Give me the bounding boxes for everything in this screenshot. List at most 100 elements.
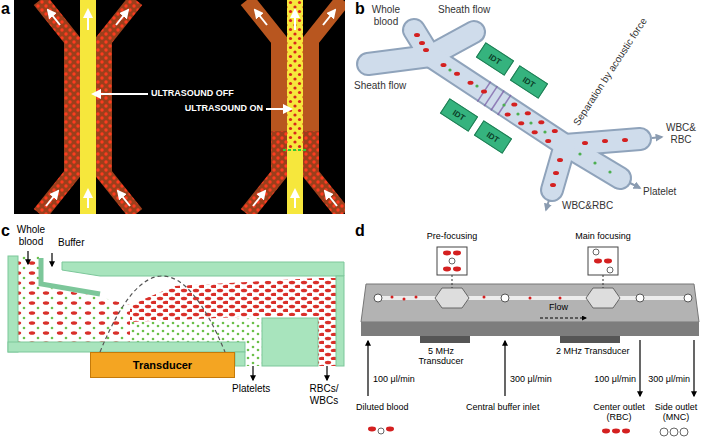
outlet-label: RBCs/ WBCs xyxy=(305,383,343,406)
illustration-part xyxy=(287,150,303,214)
illustration-part xyxy=(8,256,18,352)
illustration-part xyxy=(443,251,451,256)
illustration-part xyxy=(670,428,678,436)
illustration-part xyxy=(454,72,460,76)
illustration-part xyxy=(593,249,599,255)
inlet-label: Sheath flow xyxy=(438,4,490,16)
flow-rate: 300 μl/min xyxy=(510,374,552,384)
outlet-label: WBC&RBC xyxy=(562,200,613,212)
illustration-part xyxy=(557,158,563,162)
panel-letter: d xyxy=(355,222,365,240)
illustration-part xyxy=(391,296,394,299)
inlet-label: Whole blood xyxy=(14,224,48,247)
illustration-part xyxy=(545,139,551,143)
illustration-part xyxy=(414,33,628,187)
annotation: Pre-focusing xyxy=(427,231,478,241)
illustration-part xyxy=(481,90,487,94)
flow-rate: 100 μl/min xyxy=(594,374,636,384)
idt-transducer: IDT xyxy=(440,98,478,132)
illustration-part xyxy=(546,137,662,210)
illustration-part xyxy=(100,276,225,352)
illustration-part xyxy=(560,336,620,343)
illustration-part xyxy=(559,297,562,300)
illustration-part xyxy=(540,318,586,319)
illustration-part xyxy=(529,297,532,300)
illustration-part xyxy=(415,296,418,299)
illustration-part xyxy=(46,191,58,206)
illustration-part xyxy=(443,267,451,272)
outlet-label: Platelet xyxy=(643,186,676,198)
annotation: Separation by acoustic force xyxy=(571,16,649,128)
illustration-part xyxy=(622,429,630,434)
panel-letter: a xyxy=(1,0,10,18)
illustration-part xyxy=(684,294,692,302)
illustration-part xyxy=(374,294,692,302)
illustration-part xyxy=(294,190,296,208)
illustration-part xyxy=(477,82,511,115)
illustration-part xyxy=(80,0,96,214)
illustration-part xyxy=(498,95,511,115)
inlet-label: Diluted blood xyxy=(356,402,409,412)
illustration-part xyxy=(255,10,267,25)
illustration-part xyxy=(419,41,425,45)
illustration-part xyxy=(622,138,628,142)
illustration-part xyxy=(594,259,602,264)
illustration-part xyxy=(48,10,60,25)
illustration-part xyxy=(283,149,307,151)
illustration-part xyxy=(593,161,596,164)
illustration-part xyxy=(504,341,505,396)
node-text: IDT xyxy=(521,75,537,90)
panel-letter: c xyxy=(1,222,10,240)
illustration-part xyxy=(588,247,618,275)
illustration-part xyxy=(475,84,478,87)
illustration-part xyxy=(27,251,28,264)
node-text: IDT xyxy=(485,130,501,145)
illustration-part xyxy=(253,191,265,206)
illustration-part xyxy=(420,336,470,343)
illustration-part xyxy=(602,429,610,434)
illustration-part xyxy=(582,141,588,145)
inlet-label: Whole blood xyxy=(368,4,404,27)
illustration-part xyxy=(325,191,337,206)
illustration-part xyxy=(403,298,406,301)
illustration-part xyxy=(441,63,447,67)
illustration-part xyxy=(235,352,245,366)
illustration-part xyxy=(311,130,343,214)
node-text: Transducer xyxy=(133,359,192,371)
illustration-part xyxy=(378,428,384,434)
illustration-part xyxy=(104,0,136,214)
transducer-label: 5 MHz Transducer xyxy=(412,346,470,367)
illustration-part xyxy=(386,427,394,432)
flow-rate: 100 μl/min xyxy=(373,374,415,384)
illustration-part xyxy=(511,102,517,106)
illustration-part xyxy=(680,428,688,436)
illustration-part xyxy=(612,429,620,434)
illustration-part xyxy=(87,10,89,30)
outlet-label: WBC& RBC xyxy=(664,122,698,145)
illustration-part xyxy=(532,130,538,134)
illustration-part xyxy=(367,341,368,396)
outlet-label: Center outlet (RBC) xyxy=(590,402,648,423)
illustration-part xyxy=(414,33,420,37)
annotation: ULTRASOUND ON xyxy=(185,103,263,113)
illustration-part xyxy=(262,318,318,366)
transducer-label: 2 MHz Transducer xyxy=(556,346,630,356)
illustration-part xyxy=(546,200,549,210)
flow-rate: 300 μl/min xyxy=(648,374,690,384)
illustration-part xyxy=(40,0,72,214)
illustration-part xyxy=(602,139,608,143)
illustration-part xyxy=(368,427,376,432)
illustration-part xyxy=(8,342,245,352)
node-text: IDT xyxy=(487,52,503,67)
illustration-part xyxy=(287,0,303,151)
illustration-part xyxy=(437,247,467,275)
annotation: Main focusing xyxy=(575,231,631,241)
illustration-part xyxy=(483,296,486,299)
illustration-part xyxy=(93,93,148,95)
illustration-part xyxy=(636,294,644,302)
panel-letter: b xyxy=(355,0,365,18)
illustration-part xyxy=(525,111,531,115)
illustration-part xyxy=(660,428,668,436)
illustration-part xyxy=(391,296,562,301)
illustration-part xyxy=(639,340,640,396)
